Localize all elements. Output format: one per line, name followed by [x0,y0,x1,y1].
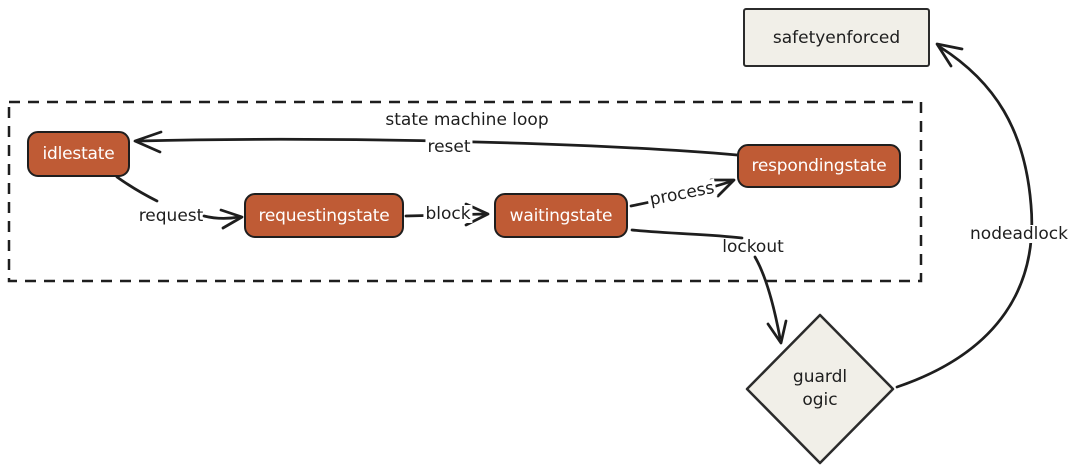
arrow-request-tail [115,175,159,203]
arrowhead-block [464,202,490,227]
arrow-nodeadlock [895,45,1034,389]
container-title: state machine loop [385,110,549,130]
arrowhead-lockout [766,319,788,345]
node-idlestate-label: idlestate [42,144,115,164]
edge-label-reset: reset [425,137,473,157]
edge-label-request: request [138,206,204,226]
node-guardlogic-label: guardl ogic [793,366,847,412]
node-safetyenforced: safetyenforced [743,8,930,67]
arrowhead-process [709,178,736,198]
node-waitingstate: waitingstate [494,193,628,238]
guardlogic-line2: ogic [802,390,838,410]
arrow-lockout [753,255,782,340]
arrowhead-request [219,208,244,230]
node-requestingstate-label: requestingstate [258,205,390,226]
node-requestingstate: requestingstate [244,193,404,238]
node-safetyenforced-label: safetyenforced [772,27,901,48]
node-respondingstate-label: respondingstate [751,156,887,176]
state-machine-loop-container [7,100,923,283]
edge-label-lockout: lockout [722,237,784,257]
arrowhead-nodeadlock [935,42,964,68]
guardlogic-line1: guardl [792,367,848,387]
edge-label-nodeadlock: nodeadlock [968,224,1070,244]
node-respondingstate: respondingstate [737,144,901,188]
node-waitingstate-label: waitingstate [509,205,613,226]
arrow-lockout-tail [630,228,744,240]
guardlogic-diamond [745,313,895,465]
node-idlestate: idlestate [27,131,130,177]
edge-label-block: block [423,204,473,224]
arrowhead-reset [133,130,163,154]
arrow-request [202,214,241,220]
